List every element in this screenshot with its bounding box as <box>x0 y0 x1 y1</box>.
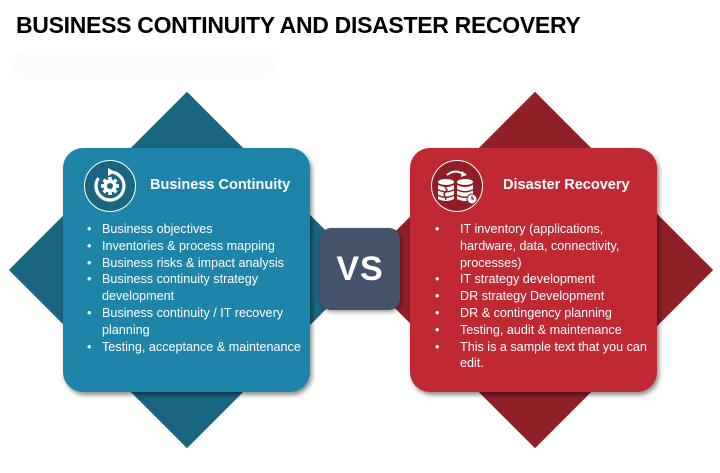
list-item-text: Business continuity strategy development <box>102 272 259 304</box>
list-item-text: This is a sample text that you can edit. <box>460 339 647 371</box>
database-recovery-icon <box>431 160 483 212</box>
list-item-text: Inventories & process mapping <box>102 238 275 253</box>
subtitle-placeholder <box>10 50 278 80</box>
bullet: • <box>435 322 440 337</box>
disaster-recovery-title: Disaster Recovery <box>503 177 630 193</box>
list-item: • IT strategy development <box>432 271 654 288</box>
list-item: • Business continuity / IT recovery plann… <box>87 305 307 339</box>
bullet: • <box>87 339 92 354</box>
bullet: • <box>87 255 92 270</box>
bullet: • <box>87 272 92 287</box>
list-item: • Business risks & impact analysis <box>87 255 307 272</box>
list-item-text: IT inventory (applications, hardware, da… <box>460 222 620 270</box>
bullet: • <box>87 238 92 253</box>
list-item-text: IT strategy development <box>460 272 595 287</box>
list-item-text: DR & contingency planning <box>460 305 612 320</box>
bullet: • <box>435 272 440 287</box>
bullet: • <box>435 305 440 320</box>
list-item-text: Business objectives <box>102 222 213 236</box>
list-item-text: Business risks & impact analysis <box>102 255 284 270</box>
vs-badge: VS <box>320 228 400 310</box>
list-item: • Testing, audit & maintenance <box>432 322 654 339</box>
list-item-text: Business continuity / IT recovery planni… <box>102 305 284 337</box>
business-continuity-title: Business Continuity <box>150 177 291 193</box>
disaster-recovery-list: • IT inventory (applications, hardware, d… <box>432 221 654 372</box>
bullet: • <box>435 289 440 304</box>
list-item: • DR & contingency planning <box>432 305 654 322</box>
list-item: • Business continuity strategy developmen… <box>87 271 307 305</box>
business-continuity-card: Business Continuity • Business objectives… <box>63 148 310 392</box>
bullet: • <box>87 305 92 320</box>
list-item: • Testing, acceptance & maintenance <box>87 339 307 356</box>
disaster-recovery-card: Disaster Recovery • IT inventory (applica… <box>410 148 657 392</box>
gear-cycle-icon <box>84 160 136 212</box>
list-item: • IT inventory (applications, hardware, d… <box>432 221 654 271</box>
list-item: • DR strategy Development <box>432 288 654 305</box>
business-continuity-list: • Business objectives • Inventories & proc… <box>87 221 307 355</box>
list-item: • Business objectives <box>87 221 307 238</box>
bullet: • <box>435 222 440 236</box>
list-item-text: Testing, audit & maintenance <box>460 322 622 337</box>
page-title: BUSINESS CONTINUITY AND DISASTER RECOVER… <box>16 12 581 38</box>
list-item: • Inventories & process mapping <box>87 238 307 255</box>
bullet: • <box>87 222 92 236</box>
list-item-text: DR strategy Development <box>460 289 605 304</box>
bullet: • <box>435 339 440 354</box>
list-item: • This is a sample text that you can edit… <box>432 339 654 373</box>
list-item-text: Testing, acceptance & maintenance <box>102 339 301 354</box>
